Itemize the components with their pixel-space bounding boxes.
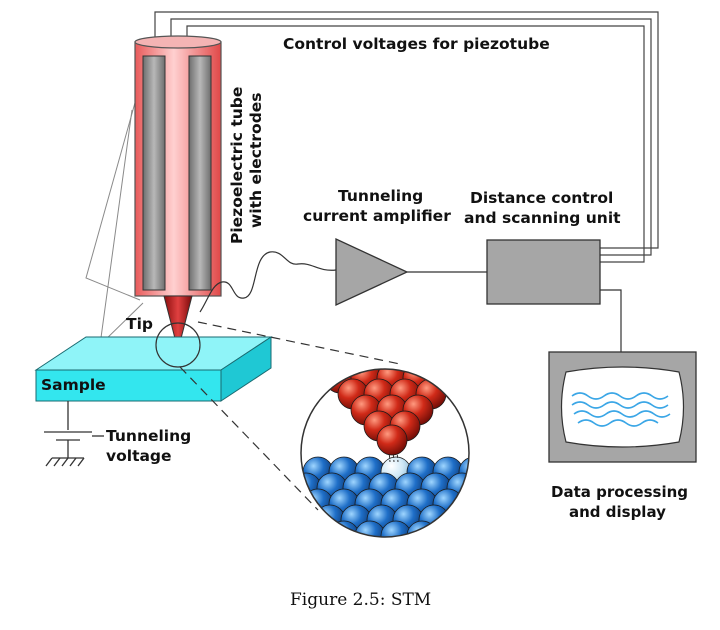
electrode-right xyxy=(188,55,212,291)
sample-label: Sample xyxy=(41,376,106,394)
data-label-line2: and display xyxy=(569,503,666,521)
tip-wire xyxy=(199,251,337,313)
control-wires xyxy=(154,11,659,263)
sample-atom xyxy=(444,504,469,536)
piezo-label-line1: Piezoelectric tube xyxy=(228,87,246,244)
voltage-label-line1: Tunneling xyxy=(106,427,191,445)
figure-caption: Figure 2.5: STM xyxy=(290,590,431,610)
display-waves xyxy=(571,392,671,427)
zoom-view xyxy=(300,368,470,538)
distance-label-line2: and scanning unit xyxy=(464,209,621,227)
zoom-dashed-lines xyxy=(179,321,401,511)
electrode-left xyxy=(142,55,166,291)
sample-atom xyxy=(458,488,469,520)
sample-atom xyxy=(314,504,346,536)
control-voltages-label: Control voltages for piezotube xyxy=(283,35,550,53)
piezo-tube xyxy=(134,35,222,297)
tip-label: Tip xyxy=(126,315,153,333)
display-monitor xyxy=(548,351,697,463)
sample xyxy=(34,336,273,402)
distance-label-line1: Distance control xyxy=(470,189,613,207)
voltage-label-line2: voltage xyxy=(106,447,172,465)
sample-atom xyxy=(406,520,438,537)
amp-label-line2: current amplifier xyxy=(303,207,451,225)
magnifier-circle xyxy=(155,322,201,368)
voltage-circuit xyxy=(44,401,104,467)
data-label-line1: Data processing xyxy=(551,483,688,501)
distance-control-box xyxy=(486,239,601,305)
piezo-label-line2: with electrodes xyxy=(247,92,265,228)
tip-atom xyxy=(376,424,408,456)
sample-atom xyxy=(418,504,450,536)
amplifier xyxy=(335,237,409,307)
control-to-display-wire xyxy=(600,289,622,352)
amp-label-line1: Tunneling xyxy=(338,187,423,205)
